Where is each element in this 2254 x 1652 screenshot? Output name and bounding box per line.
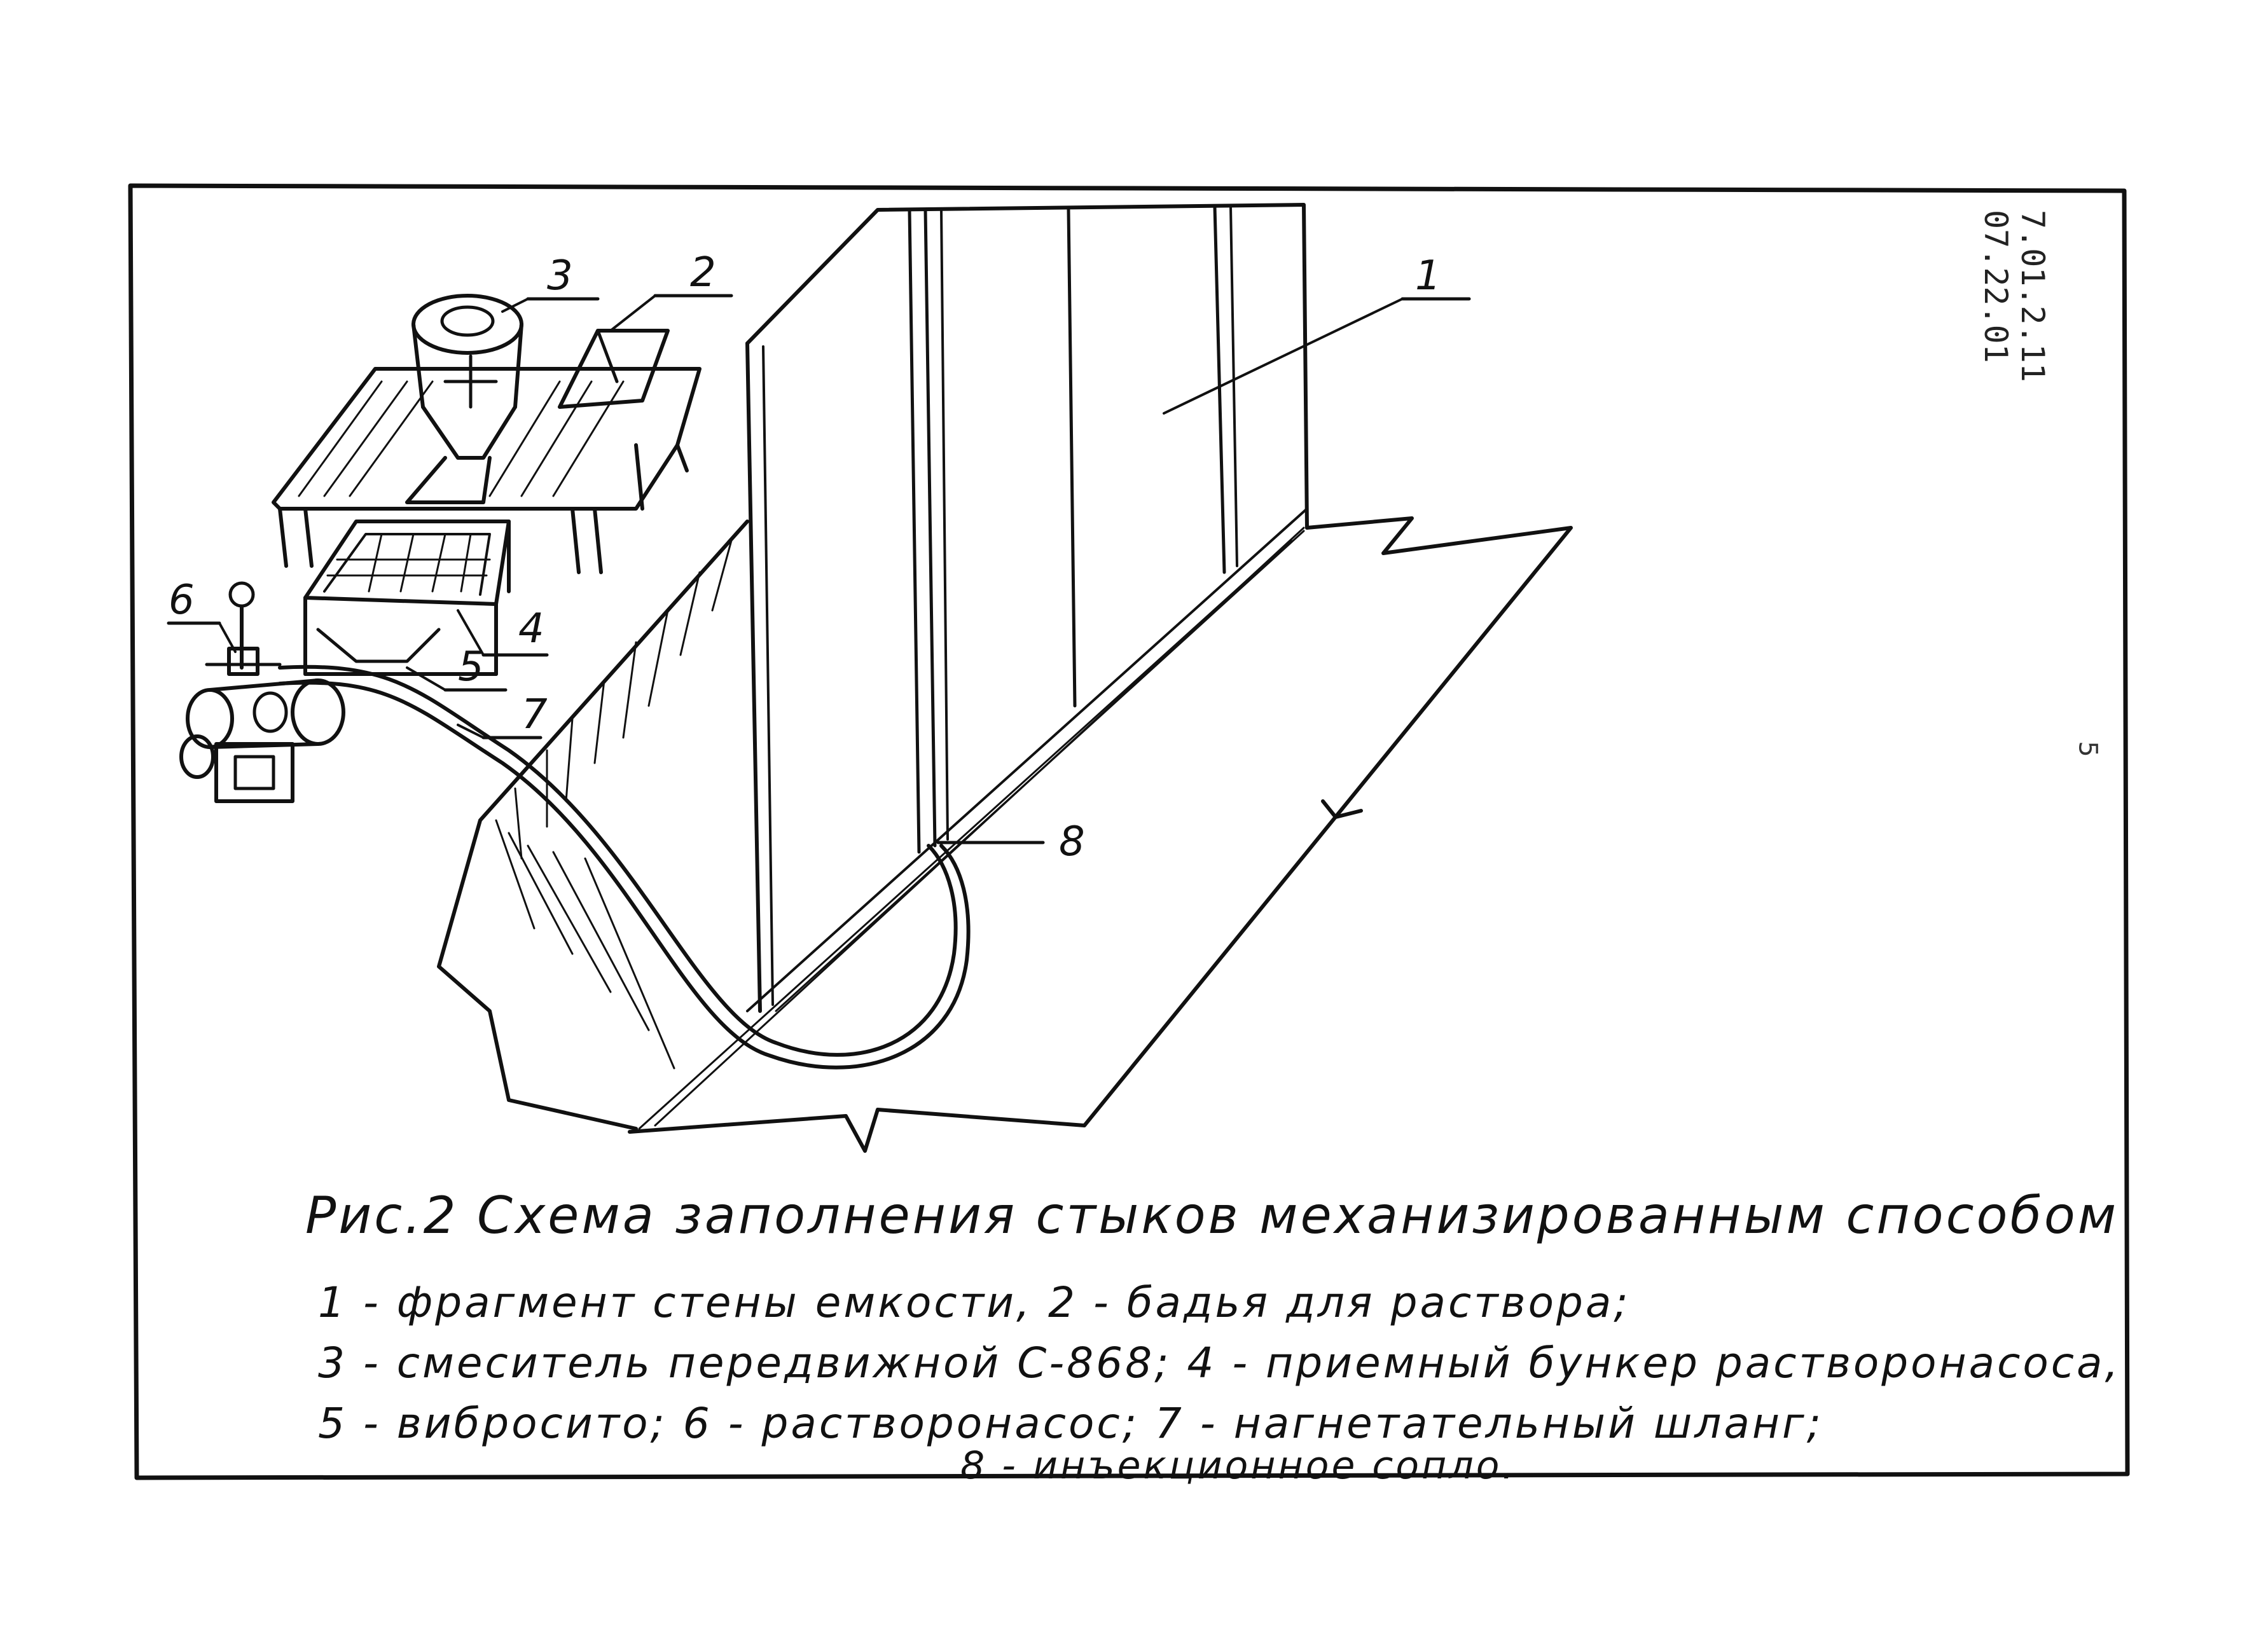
- archive-stamp: 7.01.2.11 07.22.01: [1977, 210, 2051, 382]
- legend-line: 3 - смеситель передвижной С-868; 4 - при…: [318, 1339, 2121, 1387]
- earth-bank: [437, 520, 749, 1131]
- legend-line: 1 - фрагмент стены емкости, 2 - бадья дл…: [318, 1278, 1631, 1327]
- callout-3: 3: [547, 252, 573, 299]
- page-mark: 5: [2073, 741, 2103, 757]
- callouts: 1 2 3 4 5 6 7 8: [167, 249, 1471, 865]
- drawing-frame: [128, 183, 2130, 1480]
- delivery-hose: [278, 664, 971, 1070]
- legend-line: 8 - инъекционное сопло.: [960, 1443, 1517, 1488]
- callout-4: 4: [518, 605, 544, 652]
- archive-stamp-line: 07.22.01: [1977, 210, 2014, 363]
- wall-fragment: [745, 203, 1309, 1013]
- figure-caption: Рис.2 Схема заполнения стыков механизиро…: [305, 1186, 2119, 1245]
- callout-7: 7: [522, 691, 548, 738]
- callout-8: 8: [1059, 818, 1085, 865]
- callout-1: 1: [1415, 252, 1441, 299]
- callout-2: 2: [690, 249, 716, 296]
- legend-line: 5 - вибросито; 6 - растворонасос; 7 - на…: [318, 1399, 1823, 1448]
- callout-6: 6: [169, 577, 195, 624]
- archive-stamp-line: 7.01.2.11: [2014, 210, 2051, 382]
- mortar-pump: [179, 581, 345, 803]
- mixer-platform: [272, 294, 702, 574]
- callout-5: 5: [458, 644, 484, 691]
- hopper-with-sieve: [303, 520, 511, 676]
